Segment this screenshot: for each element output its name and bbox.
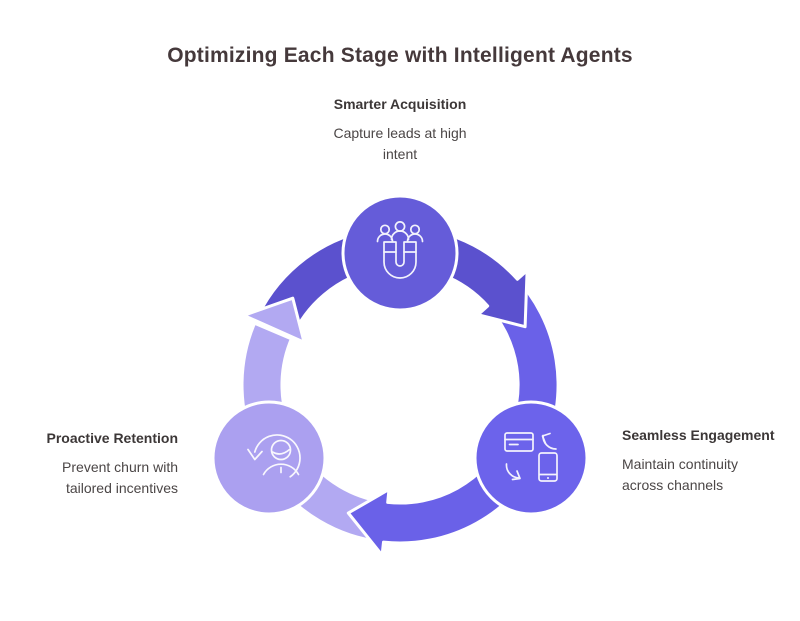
stage-heading-retention: Proactive Retention bbox=[46, 430, 178, 446]
stage-label-engagement: Seamless Engagement Maintain continuity … bbox=[622, 427, 775, 496]
device-sync-icon bbox=[504, 432, 558, 482]
page-title: Optimizing Each Stage with Intelligent A… bbox=[167, 44, 633, 67]
node-acquisition bbox=[341, 194, 459, 312]
stage-heading-acquisition: Smarter Acquisition bbox=[333, 96, 467, 112]
stage-description-acquisition: Capture leads at high intent bbox=[333, 125, 467, 162]
arrow-retention-to-acquisition-head bbox=[242, 296, 306, 344]
node-retention bbox=[211, 400, 327, 516]
arrow-acquisition-to-engagement bbox=[253, 225, 529, 341]
stage-label-acquisition: Smarter Acquisition Capture leads at hig… bbox=[325, 96, 475, 165]
stage-heading-engagement: Seamless Engagement bbox=[622, 427, 775, 443]
stage-description-retention: Prevent churn with tailored incentives bbox=[62, 459, 178, 496]
magnet-leads-icon bbox=[376, 221, 424, 279]
node-engagement bbox=[473, 400, 589, 516]
stage-label-retention: Proactive Retention Prevent churn with t… bbox=[38, 430, 178, 499]
customer-renewal-icon bbox=[247, 434, 301, 478]
stage-description-engagement: Maintain continuity across channels bbox=[622, 456, 738, 493]
